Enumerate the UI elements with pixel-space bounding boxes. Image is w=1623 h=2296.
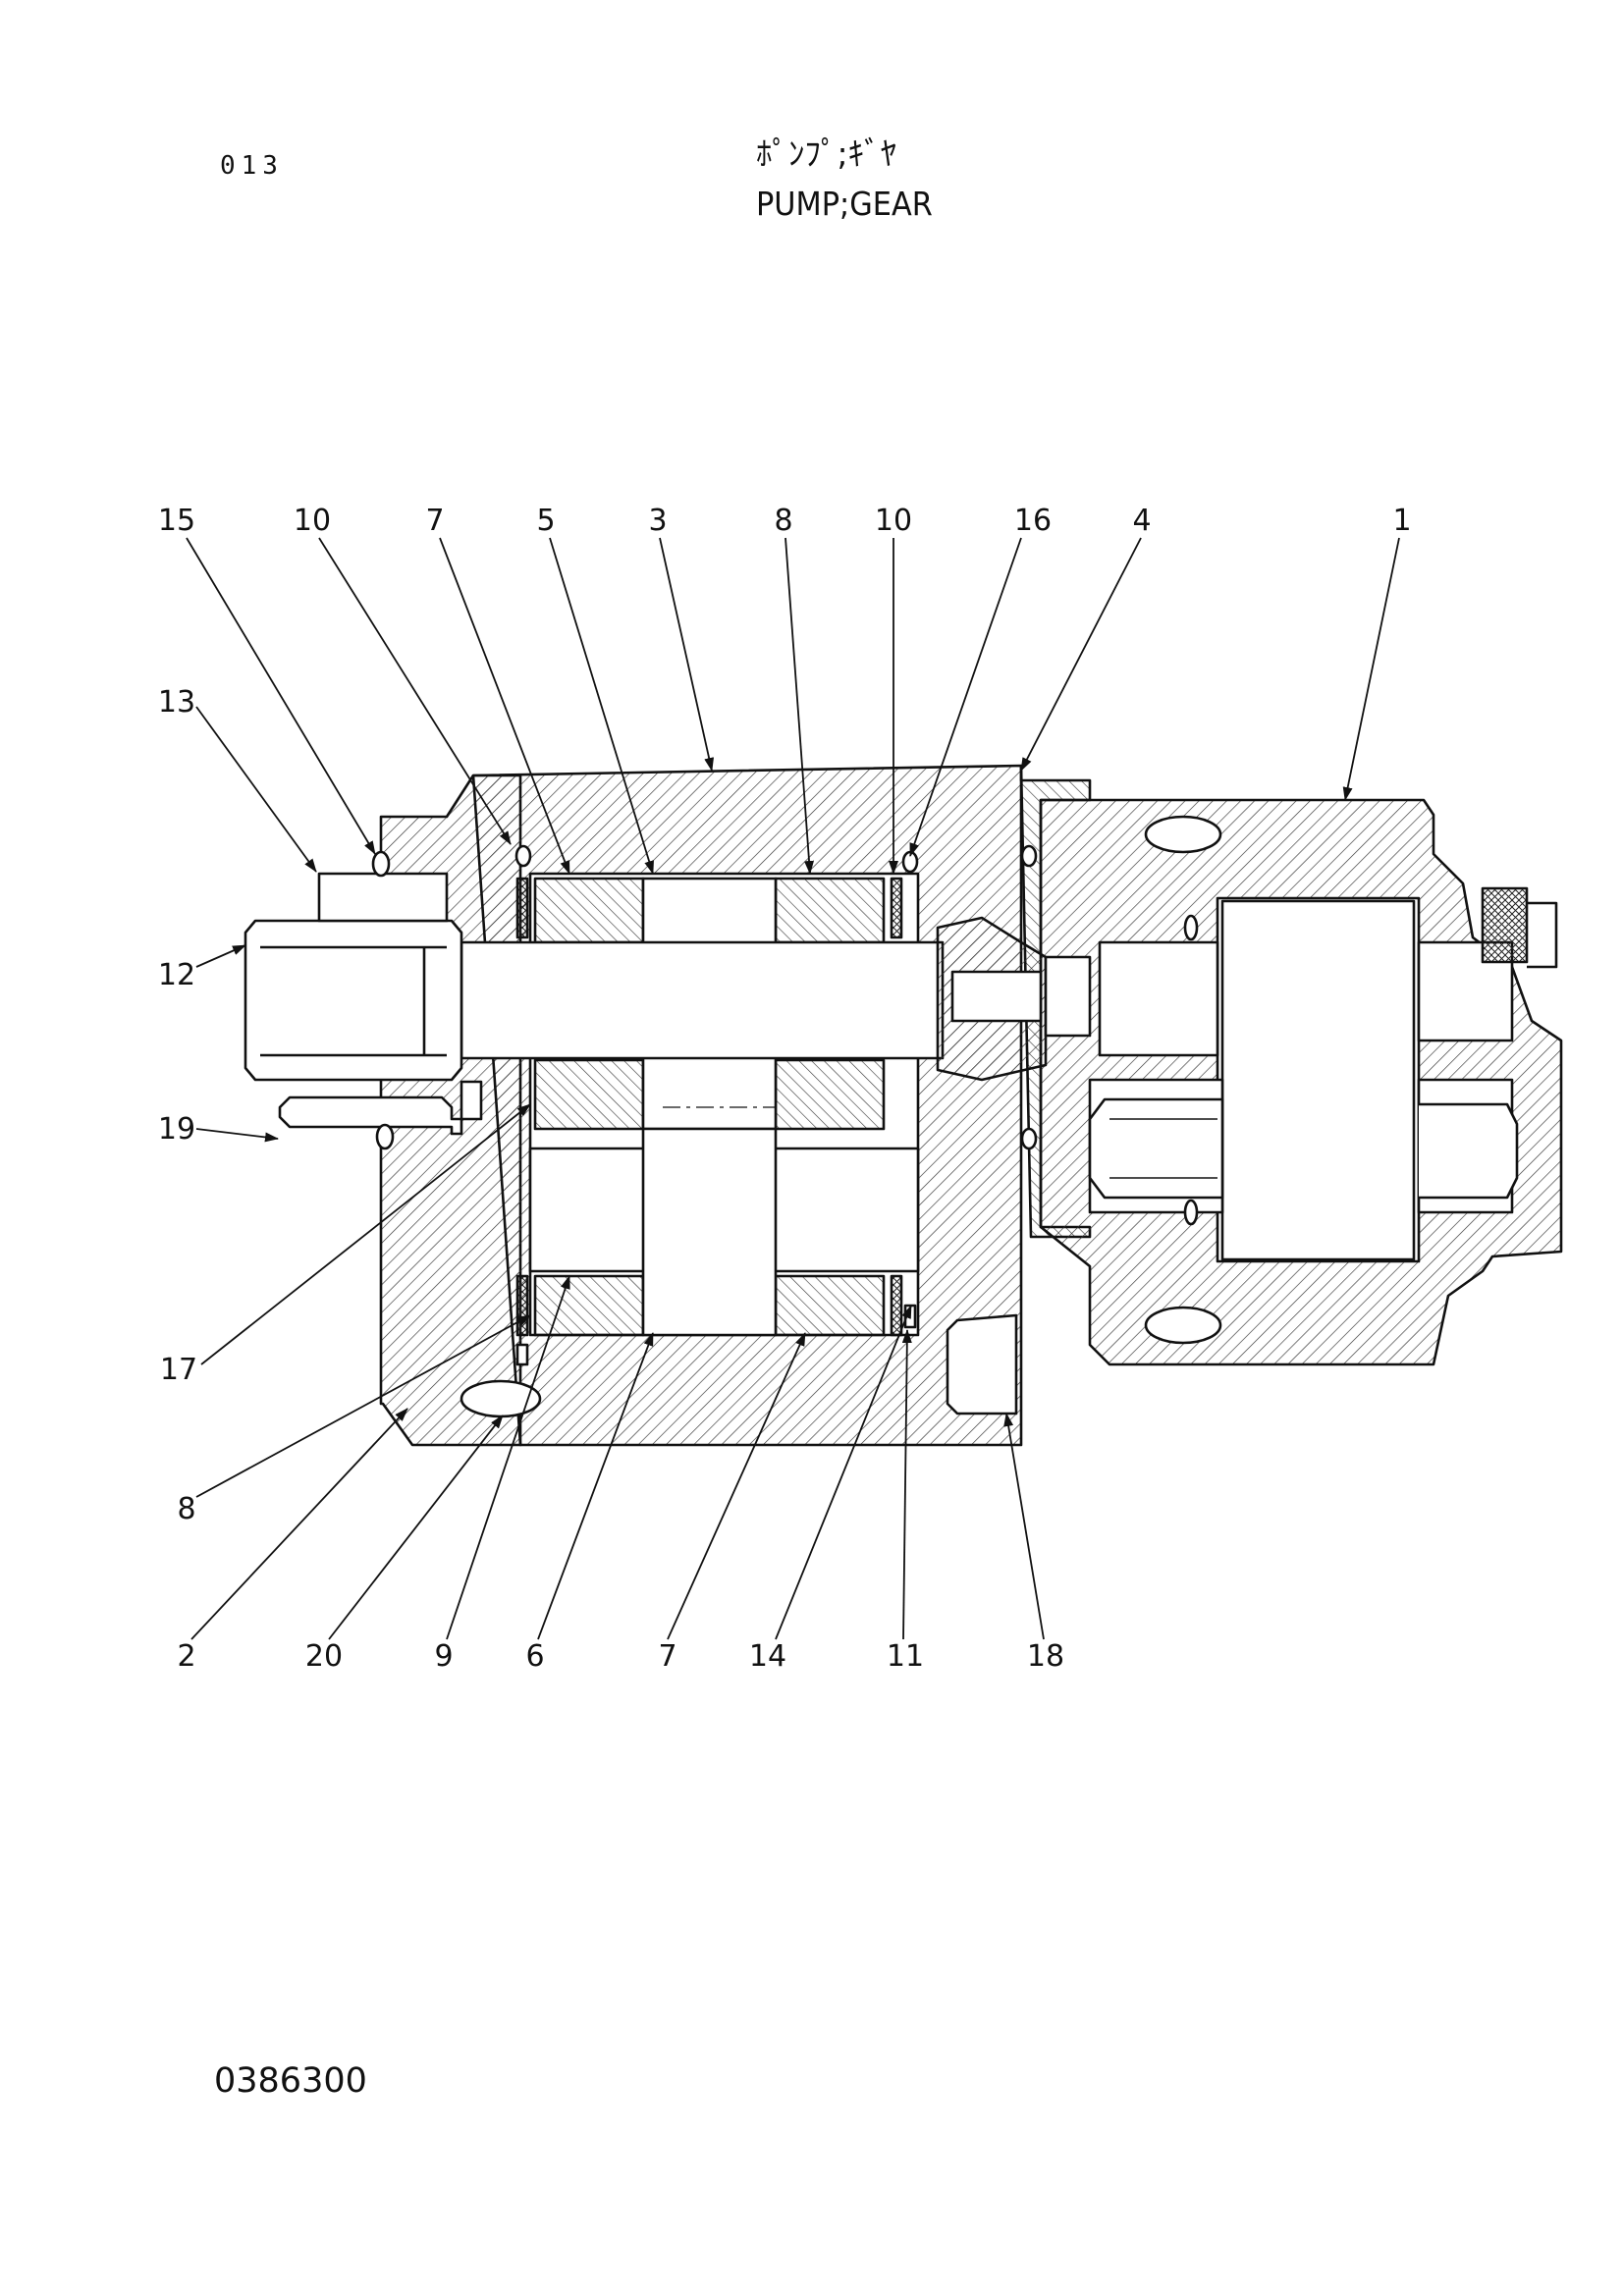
callout-3: 3 [648, 504, 667, 538]
callout-14: 14 [749, 1639, 786, 1674]
drawing-number: 0386300 [214, 2061, 367, 2101]
callout-10b: 10 [875, 504, 912, 538]
callout-20: 20 [305, 1639, 343, 1674]
drive-shaft [460, 940, 945, 1060]
callout-1: 1 [1392, 504, 1411, 538]
callout-7b: 7 [658, 1639, 676, 1674]
callout-15: 15 [158, 504, 195, 538]
motor-rotor [1220, 899, 1416, 1261]
o-ring-15 [371, 850, 391, 878]
plug-19 [278, 1080, 483, 1136]
callout-8a: 8 [774, 504, 792, 538]
callout-13: 13 [158, 685, 195, 720]
rear-bolt [1088, 1097, 1224, 1200]
o-ring-upper [514, 844, 532, 868]
callout-12: 12 [158, 958, 195, 992]
page-code: 013 [220, 151, 284, 181]
knurled-plug [1481, 886, 1529, 964]
callout-2: 2 [177, 1639, 195, 1674]
callout-11: 11 [887, 1639, 924, 1674]
callout-4: 4 [1132, 504, 1151, 538]
title-japanese: ﾎﾟﾝﾌﾟ;ｷﾞﾔ [756, 134, 897, 173]
callout-10a: 10 [294, 504, 331, 538]
seal-retainer [317, 872, 449, 923]
lower-bushing-left [533, 1058, 645, 1131]
relief-plug-18 [946, 1313, 1018, 1415]
upper-bushing-left [533, 877, 645, 944]
upper-bushing-right [774, 877, 886, 944]
title-english: PUMP;GEAR [756, 185, 933, 223]
lower-bushing-right [774, 1058, 886, 1131]
callout-5: 5 [536, 504, 555, 538]
callout-17: 17 [160, 1353, 197, 1387]
callout-16: 16 [1014, 504, 1052, 538]
callout-9: 9 [434, 1639, 453, 1674]
callout-8b: 8 [177, 1492, 195, 1526]
callout-19: 19 [158, 1112, 195, 1147]
callout-18: 18 [1027, 1639, 1064, 1674]
driven-gear [641, 1127, 778, 1337]
callout-7a: 7 [425, 504, 444, 538]
callout-6: 6 [525, 1639, 544, 1674]
